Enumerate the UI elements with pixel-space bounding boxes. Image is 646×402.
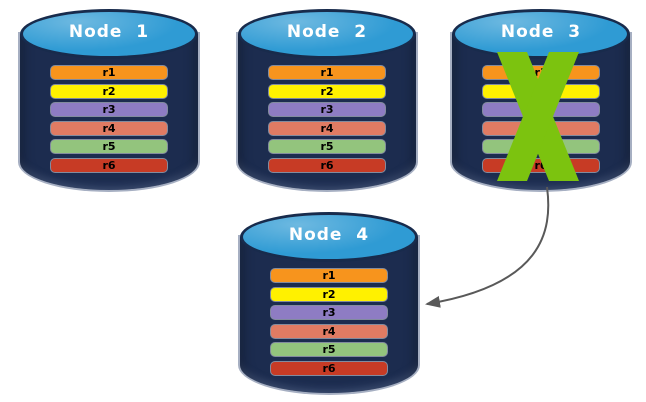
node-title: Node 3 xyxy=(500,22,582,42)
replica-row-r3: r3 xyxy=(51,103,167,116)
replica-row-r6: r6 xyxy=(51,158,167,172)
replica-row-r4: r4 xyxy=(51,121,167,135)
replica-row-r6: r6 xyxy=(269,158,385,172)
replica-rows: r1 r2 r3 r4 r5 r6 xyxy=(269,66,385,172)
replica-row-r4: r4 xyxy=(271,324,387,338)
node-1: Node 1 r1 r2 r3 r4 r5 r6 xyxy=(20,9,198,190)
replica-row-r2: r2 xyxy=(51,84,167,98)
replica-row-r2: r2 xyxy=(271,287,387,301)
cylinder-top-sheen xyxy=(243,215,415,259)
replica-rows: r1 r2 r3 r4 r5 r6 xyxy=(271,269,387,375)
replica-row-r5: r5 xyxy=(271,343,387,356)
replica-row-r1: r1 xyxy=(269,66,385,79)
replica-row-r1: r1 xyxy=(51,66,167,79)
replica-row-r6: r6 xyxy=(271,361,387,375)
replica-row-r1: r1 xyxy=(483,66,599,79)
node-2: Node 2 r1 r2 r3 r4 r5 r6 xyxy=(238,9,416,190)
node-title: Node 4 xyxy=(288,225,370,245)
replica-row-r6: r6 xyxy=(483,158,599,172)
migration-arrow-path xyxy=(425,186,550,308)
cylinder-top-sheen xyxy=(241,12,413,56)
node-4: Node 4 r1 r2 r3 r4 r5 r6 xyxy=(240,212,418,393)
replica-row-r4: r4 xyxy=(483,121,599,135)
replica-row-r4: r4 xyxy=(269,121,385,135)
replica-row-r5: r5 xyxy=(269,140,385,153)
replica-row-r2: r2 xyxy=(269,84,385,98)
replica-row-r3: r3 xyxy=(271,306,387,319)
replica-row-r1: r1 xyxy=(271,269,387,282)
replica-rows: r1 r2 r3 r4 r5 r6 xyxy=(483,66,599,172)
cylinder-top xyxy=(238,9,416,59)
replica-rows: r1 r2 r3 r4 r5 r6 xyxy=(51,66,167,172)
node-3: Node 3 r1 r2 r3 r4 r5 r6 xyxy=(452,9,630,190)
cylinder-top-sheen xyxy=(455,12,627,56)
replica-row-r5: r5 xyxy=(483,140,599,153)
replica-row-r3: r3 xyxy=(269,103,385,116)
replica-row-r2: r2 xyxy=(483,84,599,98)
node-title: Node 1 xyxy=(68,22,150,42)
cylinder-top xyxy=(240,212,418,262)
node-title: Node 2 xyxy=(286,22,368,42)
cylinder-top xyxy=(452,9,630,59)
replica-row-r5: r5 xyxy=(51,140,167,153)
cylinder-top xyxy=(20,9,198,59)
replica-row-r3: r3 xyxy=(483,103,599,116)
cylinder-top-sheen xyxy=(23,12,195,56)
